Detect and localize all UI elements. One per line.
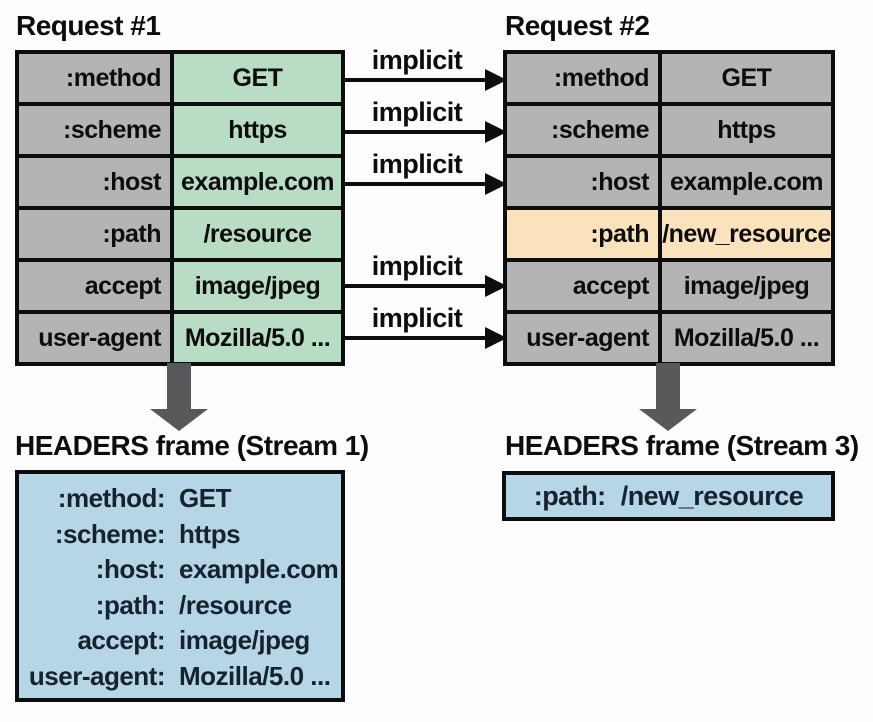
frame3-header-row: :path: /new_resource xyxy=(506,475,831,517)
down-arrow-head xyxy=(639,409,697,431)
frame1-row4-name: accept: xyxy=(77,625,165,655)
request2-row2-value: example.com xyxy=(662,158,831,206)
frame1-box: :method: GET :scheme: https :host: examp… xyxy=(15,470,345,702)
request2-row4-value: image/jpeg xyxy=(662,262,831,310)
request1-row3-value: /resource xyxy=(174,210,341,258)
down-arrow-icon-right xyxy=(639,363,697,431)
implicit-label: implicit xyxy=(371,149,463,179)
request2-row2-name: :host xyxy=(507,158,658,206)
arrow-line xyxy=(345,284,487,288)
request1-row1-value: https xyxy=(174,106,341,154)
implicit-arrow-host: implicit xyxy=(345,146,507,195)
request1-row3-name: :path xyxy=(19,210,170,258)
frame1-row4-value: image/jpeg xyxy=(179,625,310,655)
implicit-label: implicit xyxy=(371,303,463,333)
frame1-row1-value: https xyxy=(179,518,241,549)
arrow-head-icon xyxy=(485,69,507,91)
arrow-line xyxy=(345,130,487,134)
implicit-arrow-scheme: implicit xyxy=(345,94,507,143)
arrow-line xyxy=(345,182,487,186)
request1-row1-name: :scheme xyxy=(19,106,170,154)
request2-row3-value-highlighted: /new_resource xyxy=(662,210,831,258)
request2-row1-value: https xyxy=(662,106,831,154)
arrow-head-icon xyxy=(485,121,507,143)
implicit-arrow-user-agent: implicit xyxy=(345,300,507,349)
frame1-row0-name: :method: xyxy=(57,483,166,513)
request1-title: Request #1 xyxy=(16,10,161,41)
request1-row2-value: example.com xyxy=(174,158,341,206)
arrow-line xyxy=(345,78,487,82)
request2-row5-name: user-agent xyxy=(507,314,658,362)
request2-title: Request #2 xyxy=(505,10,650,41)
request1-row4-name: accept xyxy=(19,262,170,310)
request2-row3-name-highlighted: :path xyxy=(507,210,658,258)
frame1-row0-value: GET xyxy=(179,483,231,513)
down-arrow-icon-left xyxy=(150,363,208,431)
arrow-head-icon xyxy=(485,275,507,297)
request2-row5-value: Mozilla/5.0 ... xyxy=(662,314,831,362)
down-arrow-head xyxy=(150,409,208,431)
frame1-row2-name: :host: xyxy=(95,554,166,584)
frame3-row0-value: /new_resource xyxy=(620,480,804,511)
implicit-label: implicit xyxy=(371,251,463,281)
request1-table: :method GET :scheme https :host example.… xyxy=(15,50,345,366)
arrow-head-icon xyxy=(485,173,507,195)
request1-row0-value: GET xyxy=(174,54,341,102)
request2-row0-name: :method xyxy=(507,54,658,102)
request2-row4-name: accept xyxy=(507,262,658,310)
request1-row0-name: :method xyxy=(19,54,170,102)
implicit-label: implicit xyxy=(371,97,463,127)
request1-row2-name: :host xyxy=(19,158,170,206)
frame1-title: HEADERS frame (Stream 1) xyxy=(15,430,369,461)
implicit-arrow-method: implicit xyxy=(345,42,507,91)
request2-row0-value: GET xyxy=(662,54,831,102)
frame3-row0-name: :path: xyxy=(533,480,606,511)
arrow-line xyxy=(345,336,487,340)
frame1-row1-name: :scheme: xyxy=(54,518,166,549)
request2-row1-name: :scheme xyxy=(507,106,658,154)
down-arrow-shaft xyxy=(656,363,680,409)
frame1-header-list: :method: GET :scheme: https :host: examp… xyxy=(19,474,341,694)
arrow-head-icon xyxy=(485,327,507,349)
frame1-row3-value: /resource xyxy=(179,589,292,620)
implicit-arrow-accept: implicit xyxy=(345,248,507,297)
frame1-row5-name: user-agent: xyxy=(28,660,166,691)
request1-row5-name: user-agent xyxy=(19,314,170,362)
request2-table: :method GET :scheme https :host example.… xyxy=(503,50,835,366)
implicit-label: implicit xyxy=(371,45,463,75)
frame1-row3-name: :path: xyxy=(95,589,166,620)
frame3-box: :path: /new_resource xyxy=(502,471,835,521)
down-arrow-shaft xyxy=(167,363,191,409)
frame1-row2-value: example.com xyxy=(179,554,339,584)
request1-row5-value: Mozilla/5.0 ... xyxy=(174,314,341,362)
frame3-title: HEADERS frame (Stream 3) xyxy=(505,430,859,461)
request1-row4-value: image/jpeg xyxy=(174,262,341,310)
frame1-row5-value: Mozilla/5.0 ... xyxy=(179,660,331,691)
